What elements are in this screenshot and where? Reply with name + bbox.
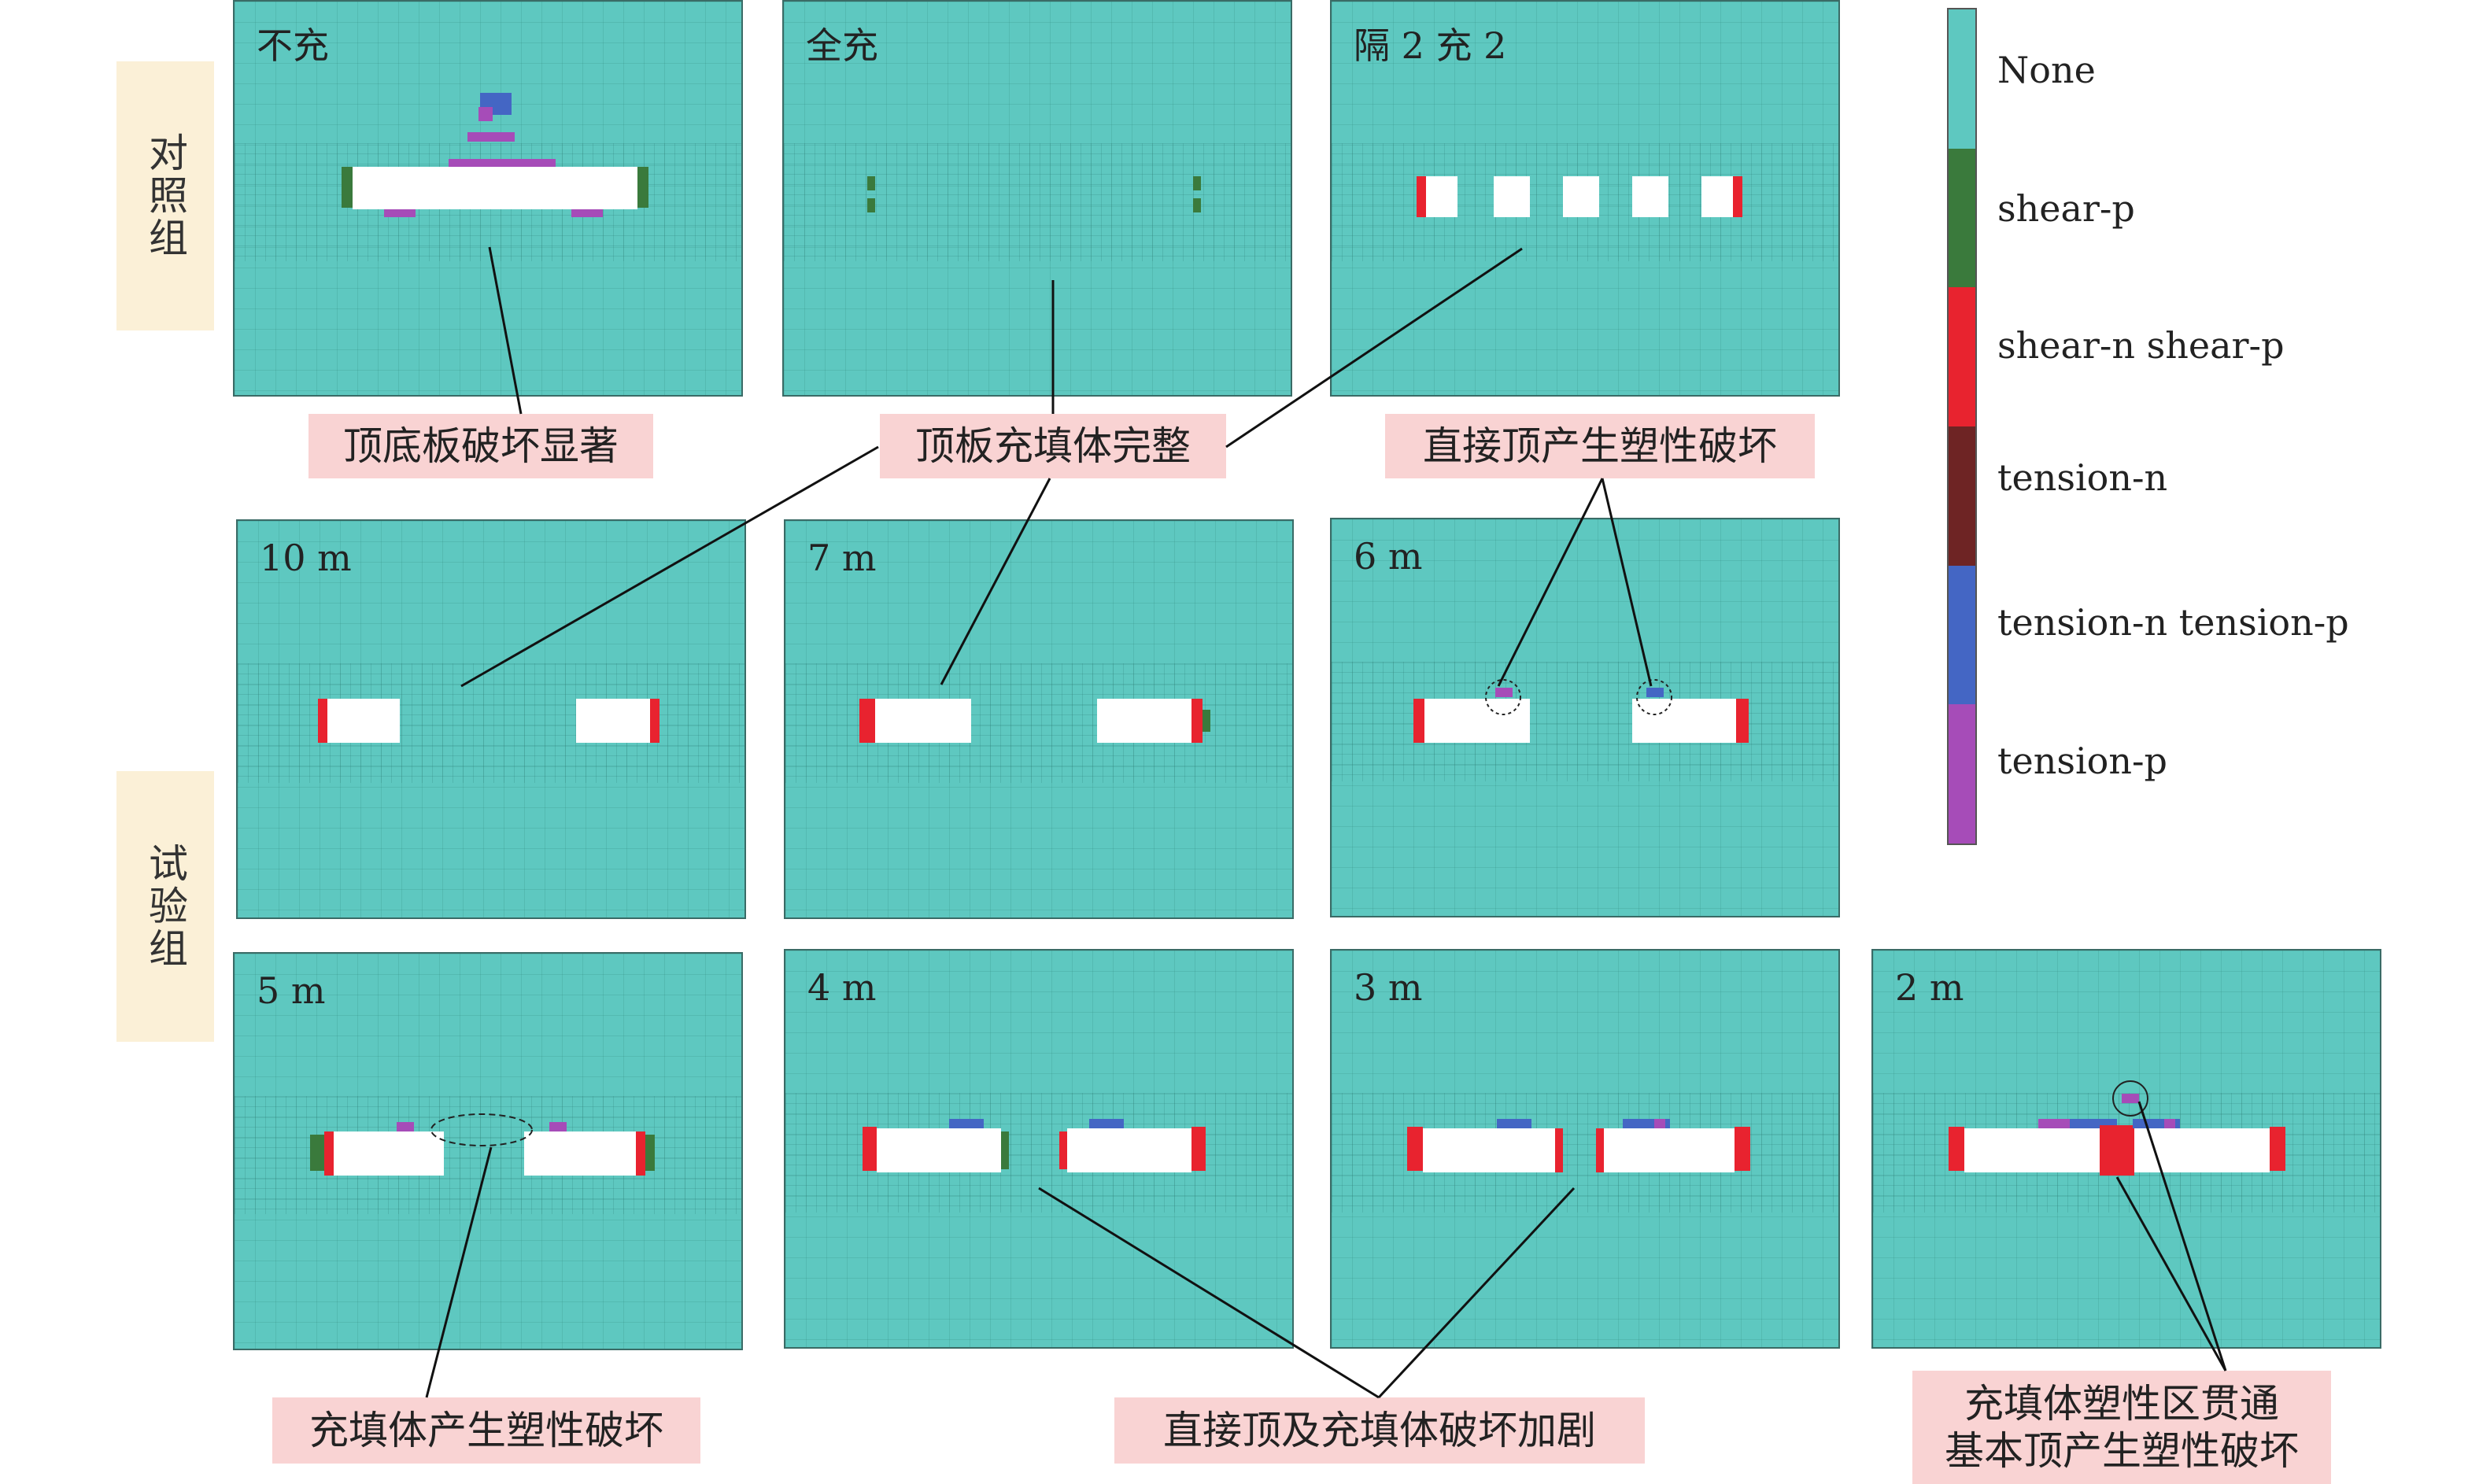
callout-line-2: 基本顶产生塑性破坏 <box>1945 1428 2299 1474</box>
legend-swatch-tension-p <box>1949 704 1975 844</box>
panel-title: 5 m <box>257 969 326 1012</box>
legend-swatch-none <box>1949 9 1975 149</box>
panel-title: 6 m <box>1354 535 1423 578</box>
callout-fill-plastic: 充填体产生塑性破坏 <box>272 1397 700 1464</box>
panel-full-fill: 全充 <box>782 0 1292 397</box>
legend-label-shear-n-shear-p: shear-n shear-p <box>1997 324 2285 367</box>
callout-roof-fill-intact: 顶板充填体完整 <box>880 414 1226 478</box>
legend-swatch-shear-n-shear-p <box>1949 287 1975 427</box>
legend-label-tension-n: tension-n <box>1997 456 2168 499</box>
legend-swatch-tension-n <box>1949 426 1975 566</box>
panel-title: 3 m <box>1354 966 1423 1009</box>
panel-2m: 2 m <box>1871 949 2381 1349</box>
panel-10m: 10 m <box>236 519 746 919</box>
panel-3m: 3 m <box>1330 949 1840 1349</box>
panel-title: 4 m <box>807 966 877 1009</box>
panel-title: 隔 2 充 2 <box>1354 24 1507 67</box>
legend-swatch-tension-n-tension-p <box>1949 565 1975 705</box>
test-group-label: 试验组 <box>116 771 214 1042</box>
panel-title: 全充 <box>806 24 878 67</box>
legend-label-shear-p: shear-p <box>1997 187 2135 230</box>
panel-6m: 6 m <box>1330 518 1840 917</box>
callout-fill-zone-connected: 充填体塑性区贯通 基本顶产生塑性破坏 <box>1912 1371 2331 1484</box>
legend-label-tension-n-tension-p: tension-n tension-p <box>1997 601 2349 644</box>
panel-alternate-fill: 隔 2 充 2 <box>1330 0 1840 397</box>
panel-title: 2 m <box>1895 966 1964 1009</box>
panel-4m: 4 m <box>784 949 1294 1349</box>
callout-roof-floor-damage: 顶底板破坏显著 <box>308 414 653 478</box>
callout-roof-fill-damage-worse: 直接顶及充填体破坏加剧 <box>1114 1397 1645 1464</box>
panel-no-fill: 不充 <box>233 0 743 397</box>
panel-7m: 7 m <box>784 519 1294 919</box>
panel-title: 不充 <box>257 24 329 67</box>
control-group-label: 对照组 <box>116 61 214 330</box>
callout-immediate-roof-plastic: 直接顶产生塑性破坏 <box>1385 414 1815 478</box>
callout-line-1: 充填体塑性区贯通 <box>1964 1381 2279 1427</box>
panel-5m: 5 m <box>233 952 743 1350</box>
panel-title: 7 m <box>807 537 877 579</box>
panel-title: 10 m <box>260 537 352 579</box>
legend-label-tension-p: tension-p <box>1997 740 2167 782</box>
legend-label-none: None <box>1997 49 2096 91</box>
legend-color-bar <box>1947 8 1977 845</box>
legend-swatch-shear-p <box>1949 148 1975 288</box>
